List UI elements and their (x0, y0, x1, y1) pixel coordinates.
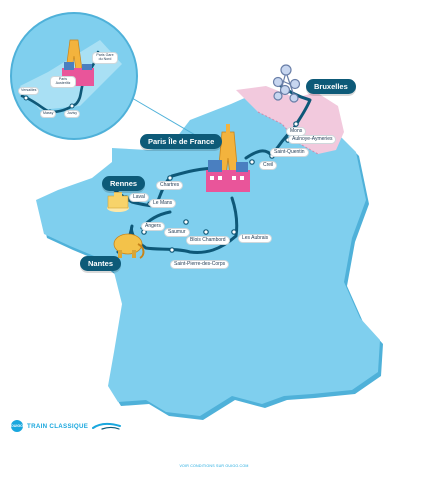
train-swoosh-icon (92, 422, 122, 430)
station-angers: Angers (141, 222, 165, 231)
inset-massy: Massy (40, 110, 57, 118)
hub-paris: Paris Île de France (140, 134, 223, 149)
rennes-landmark (107, 192, 129, 212)
inset-versailles: Versailles (18, 87, 40, 95)
station-les-aubrais: Les Aubrais (238, 234, 273, 243)
inset-juvisy: Juvisy (64, 110, 80, 118)
inset-paris-nord: Paris Gare du Nord (92, 52, 118, 64)
hub-bruxelles: Bruxelles (306, 79, 356, 94)
station-saint-quentin: Saint-Quentin (270, 148, 309, 157)
inset-paris-austerlitz: Paris Austerlitz (50, 76, 76, 88)
station-aulnoye: Aulnoye-Aymeries (288, 135, 337, 144)
station-le-mans: Le Mans (149, 199, 177, 208)
ouigo-logo: OUIGO (11, 420, 23, 432)
hub-nantes: Nantes (80, 256, 122, 271)
eiffel-landmark (206, 124, 250, 192)
brand-block: OUIGO TRAIN CLASSIQUE (11, 420, 122, 432)
station-saint-pierre: Saint-Pierre-des-Corps (170, 260, 230, 269)
station-creil: Creil (259, 161, 278, 170)
station-laval: Laval (129, 193, 149, 202)
brand-name: TRAIN CLASSIQUE (27, 422, 89, 430)
conditions-link[interactable]: VOIR CONDITIONS SUR OUIGO.COM (179, 464, 249, 468)
hub-rennes: Rennes (102, 176, 146, 191)
nantes-elephant-landmark (113, 233, 145, 259)
station-blois: Blois Chambord (186, 236, 230, 245)
station-saumur: Saumur (164, 228, 190, 237)
station-chartres: Chartres (156, 181, 184, 190)
atomium-landmark (272, 64, 301, 103)
france-land (36, 92, 380, 416)
